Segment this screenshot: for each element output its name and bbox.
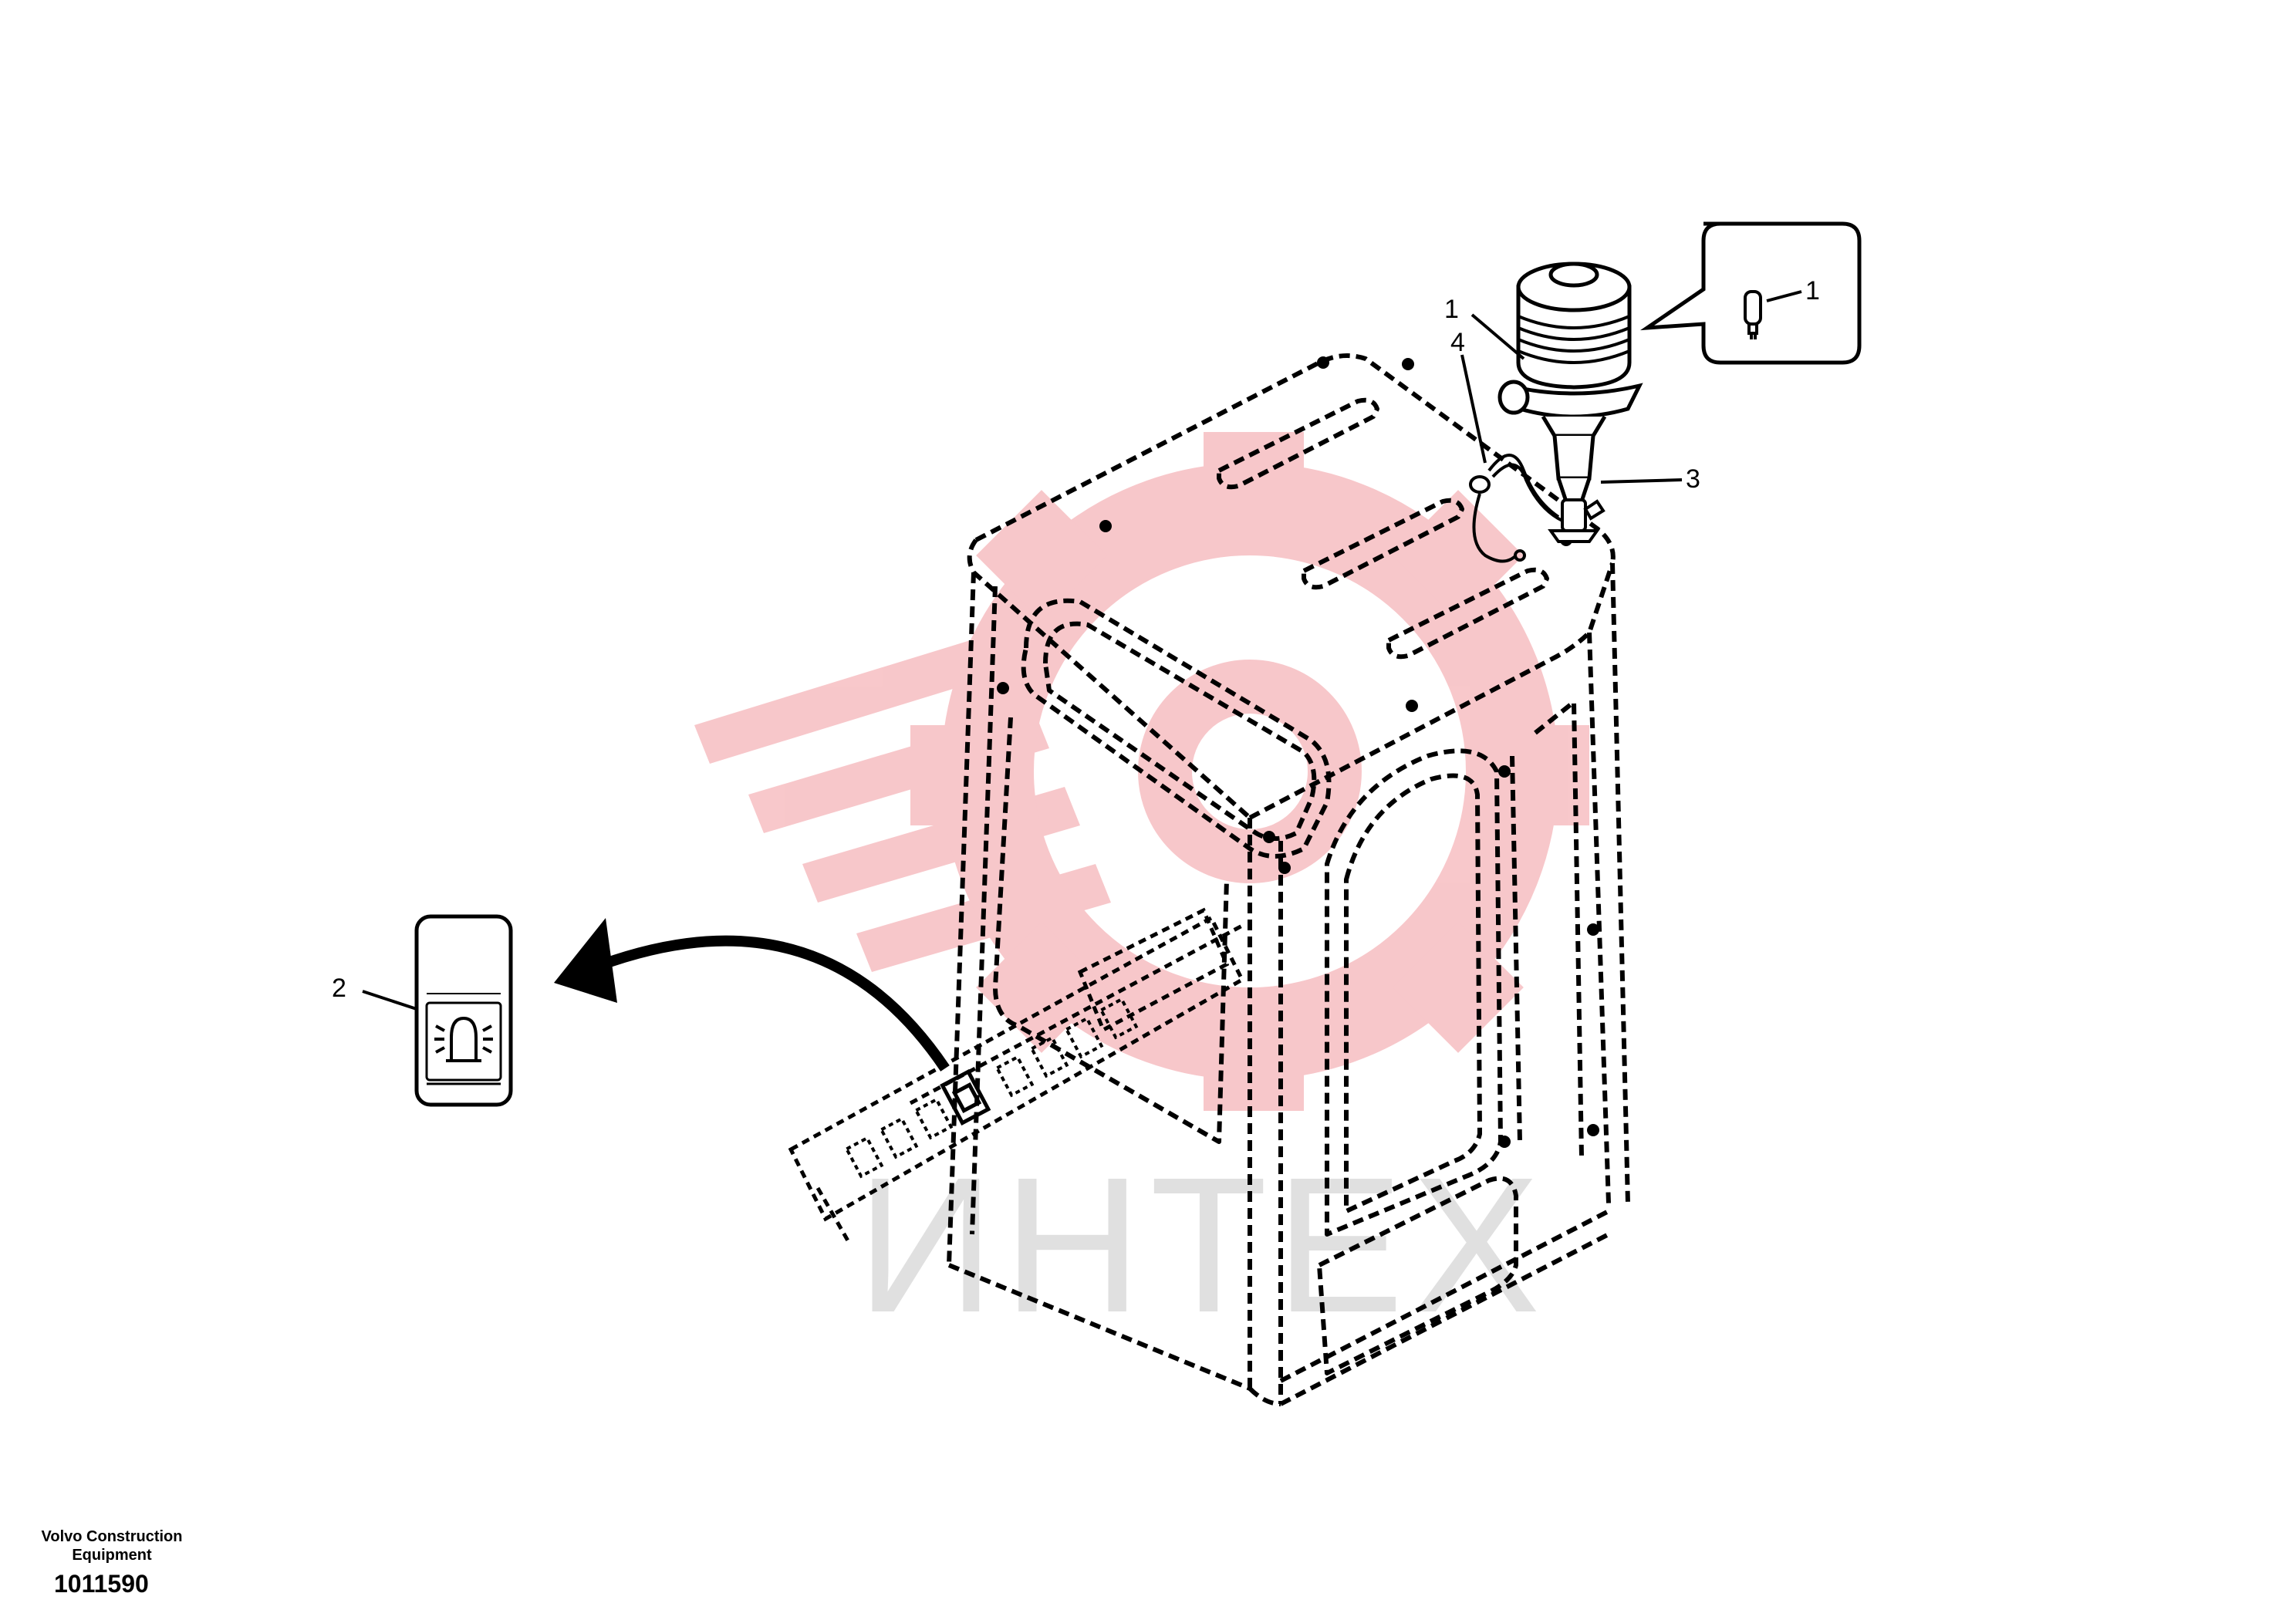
manufacturer-label: Volvo Construction Equipment (23, 1527, 201, 1564)
wire-harness (1469, 454, 1563, 563)
beacon-switch-detail (414, 914, 513, 1107)
bulb-detail-bubble (1640, 221, 1862, 365)
callout-1-beacon: 1 (1444, 295, 1459, 324)
callout-4-harness: 4 (1450, 328, 1465, 357)
bulb-icon (1744, 290, 1762, 339)
manufacturer-line-2: Equipment (72, 1547, 152, 1564)
beacon-mount-bolt (1548, 498, 1606, 543)
rotating-beacon (1497, 262, 1643, 504)
beacon-switch-on-panel (940, 1068, 991, 1126)
leader-lines (362, 290, 1802, 1011)
document-number: 1011590 (54, 1570, 149, 1598)
detail-arrow (554, 918, 950, 1072)
watermark-text: ИНТЕХ (856, 1137, 1548, 1352)
callout-3-mount: 3 (1686, 464, 1700, 494)
switch-panel (788, 907, 1245, 1244)
beacon-icon (434, 1016, 493, 1062)
frame-bolts (997, 356, 1599, 1148)
cab-frame (947, 353, 1630, 1406)
switch-panel-buttons (844, 997, 1139, 1179)
callout-2-switch: 2 (332, 974, 346, 1003)
callout-1-bulb: 1 (1805, 276, 1820, 305)
manufacturer-line-1: Volvo Construction (41, 1528, 183, 1545)
